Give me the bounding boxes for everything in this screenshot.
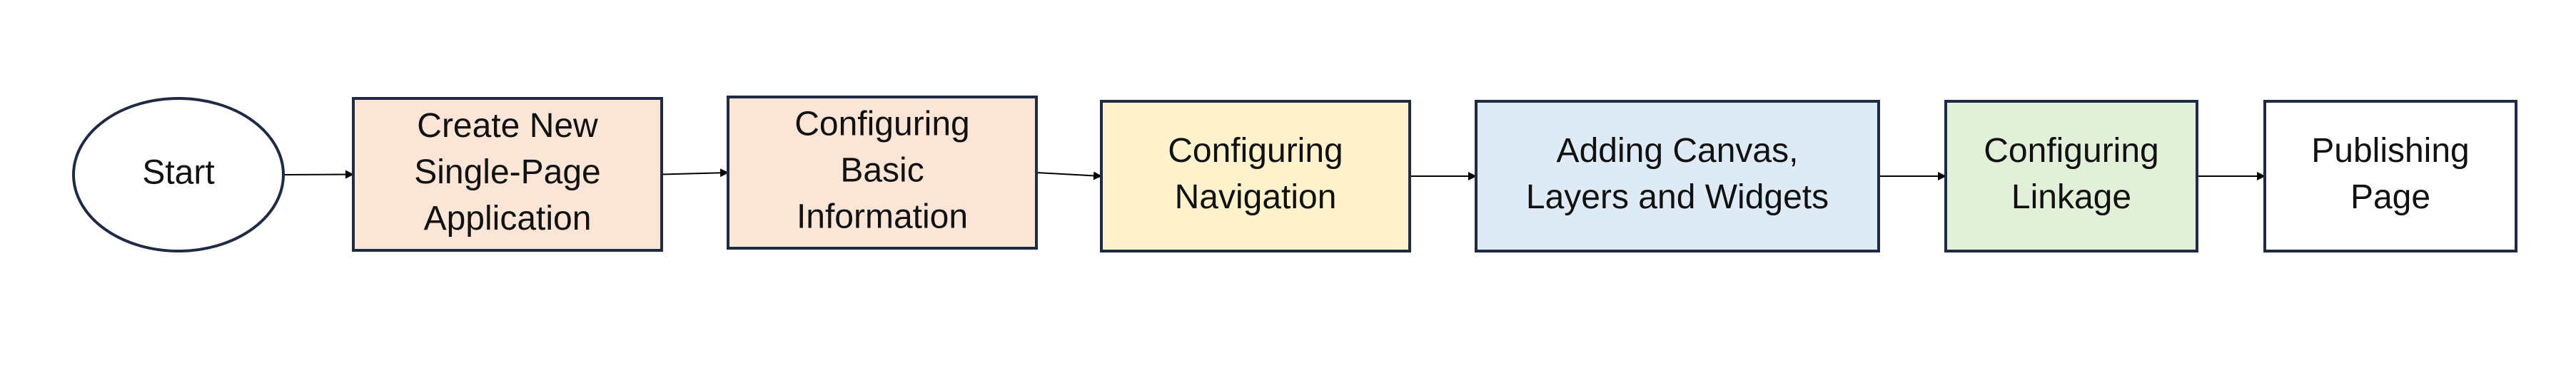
arrow-create-to-basic-info bbox=[661, 168, 729, 178]
node-publish-label-line: Publishing bbox=[2311, 132, 2469, 170]
node-start-shape bbox=[72, 97, 285, 252]
node-basic-info-label-line: Information bbox=[797, 198, 968, 236]
node-canvas-label-line: Layers and Widgets bbox=[1526, 178, 1829, 216]
node-linkage-label-line: Configuring bbox=[1984, 132, 2158, 170]
node-start: Start bbox=[72, 97, 285, 252]
arrow-basic-info-to-navigation bbox=[1036, 171, 1102, 180]
node-canvas: Adding Canvas, Layers and Widgets bbox=[1475, 100, 1880, 252]
node-basic-info-label-line: Configuring bbox=[794, 106, 969, 143]
edges-layer bbox=[283, 168, 2266, 180]
node-basic-info-shape bbox=[727, 96, 1038, 250]
node-create-label-line: Create New bbox=[417, 107, 598, 145]
node-linkage-shape bbox=[1944, 100, 2198, 252]
node-publish-shape bbox=[2263, 100, 2517, 252]
node-create-shape bbox=[352, 97, 663, 252]
node-create-label-line: Single-Page bbox=[414, 153, 601, 191]
node-canvas-shape bbox=[1475, 100, 1880, 252]
node-navigation-label-line: Configuring bbox=[1168, 132, 1343, 170]
node-canvas-label-line: Adding Canvas, bbox=[1557, 132, 1799, 170]
node-start-label-line: Start bbox=[142, 154, 214, 192]
node-navigation-label-line: Navigation bbox=[1175, 178, 1337, 216]
node-navigation-shape bbox=[1100, 100, 1411, 252]
node-linkage-label-line: Linkage bbox=[2011, 178, 2131, 216]
node-create-label-line: Application bbox=[424, 200, 592, 238]
node-publish-label-line: Page bbox=[2350, 178, 2430, 216]
node-basic-info-label-line: Basic bbox=[840, 152, 924, 190]
